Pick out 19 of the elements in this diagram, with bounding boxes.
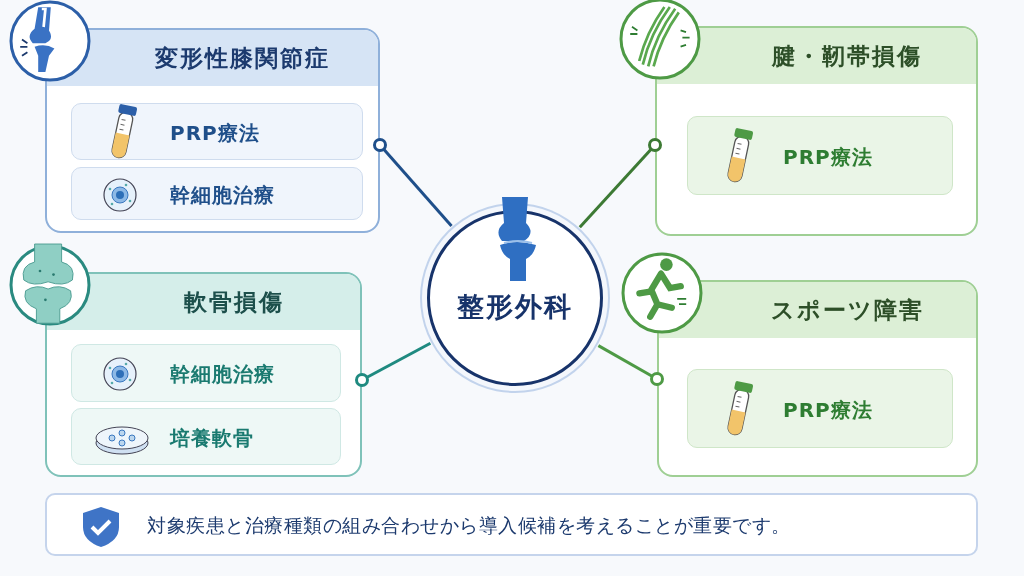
treatment-label: 培養軟骨 bbox=[170, 424, 254, 452]
note-text: 対象疾患と治療種類の組み合わせから導入候補を考えることが重要です。 bbox=[147, 513, 791, 538]
treatment-box bbox=[71, 167, 363, 220]
connector-line bbox=[597, 344, 664, 386]
treatment-box bbox=[71, 103, 363, 160]
treatment-box bbox=[687, 116, 953, 195]
treatment-label: 幹細胞治療 bbox=[170, 361, 275, 388]
connector-line bbox=[578, 138, 662, 229]
treatment-box bbox=[71, 344, 341, 402]
treatment-box bbox=[71, 408, 341, 465]
connector-line bbox=[373, 138, 453, 227]
note-box bbox=[45, 493, 978, 556]
treatment-label: PRP療法 bbox=[170, 119, 260, 147]
connector-line bbox=[355, 341, 432, 387]
treatment-label: PRP療法 bbox=[783, 143, 873, 171]
treatment-label: PRP療法 bbox=[783, 396, 873, 424]
treatment-label: 幹細胞治療 bbox=[170, 181, 275, 209]
hub-label: 整形外科 bbox=[456, 290, 574, 324]
treatment-box bbox=[687, 369, 953, 448]
